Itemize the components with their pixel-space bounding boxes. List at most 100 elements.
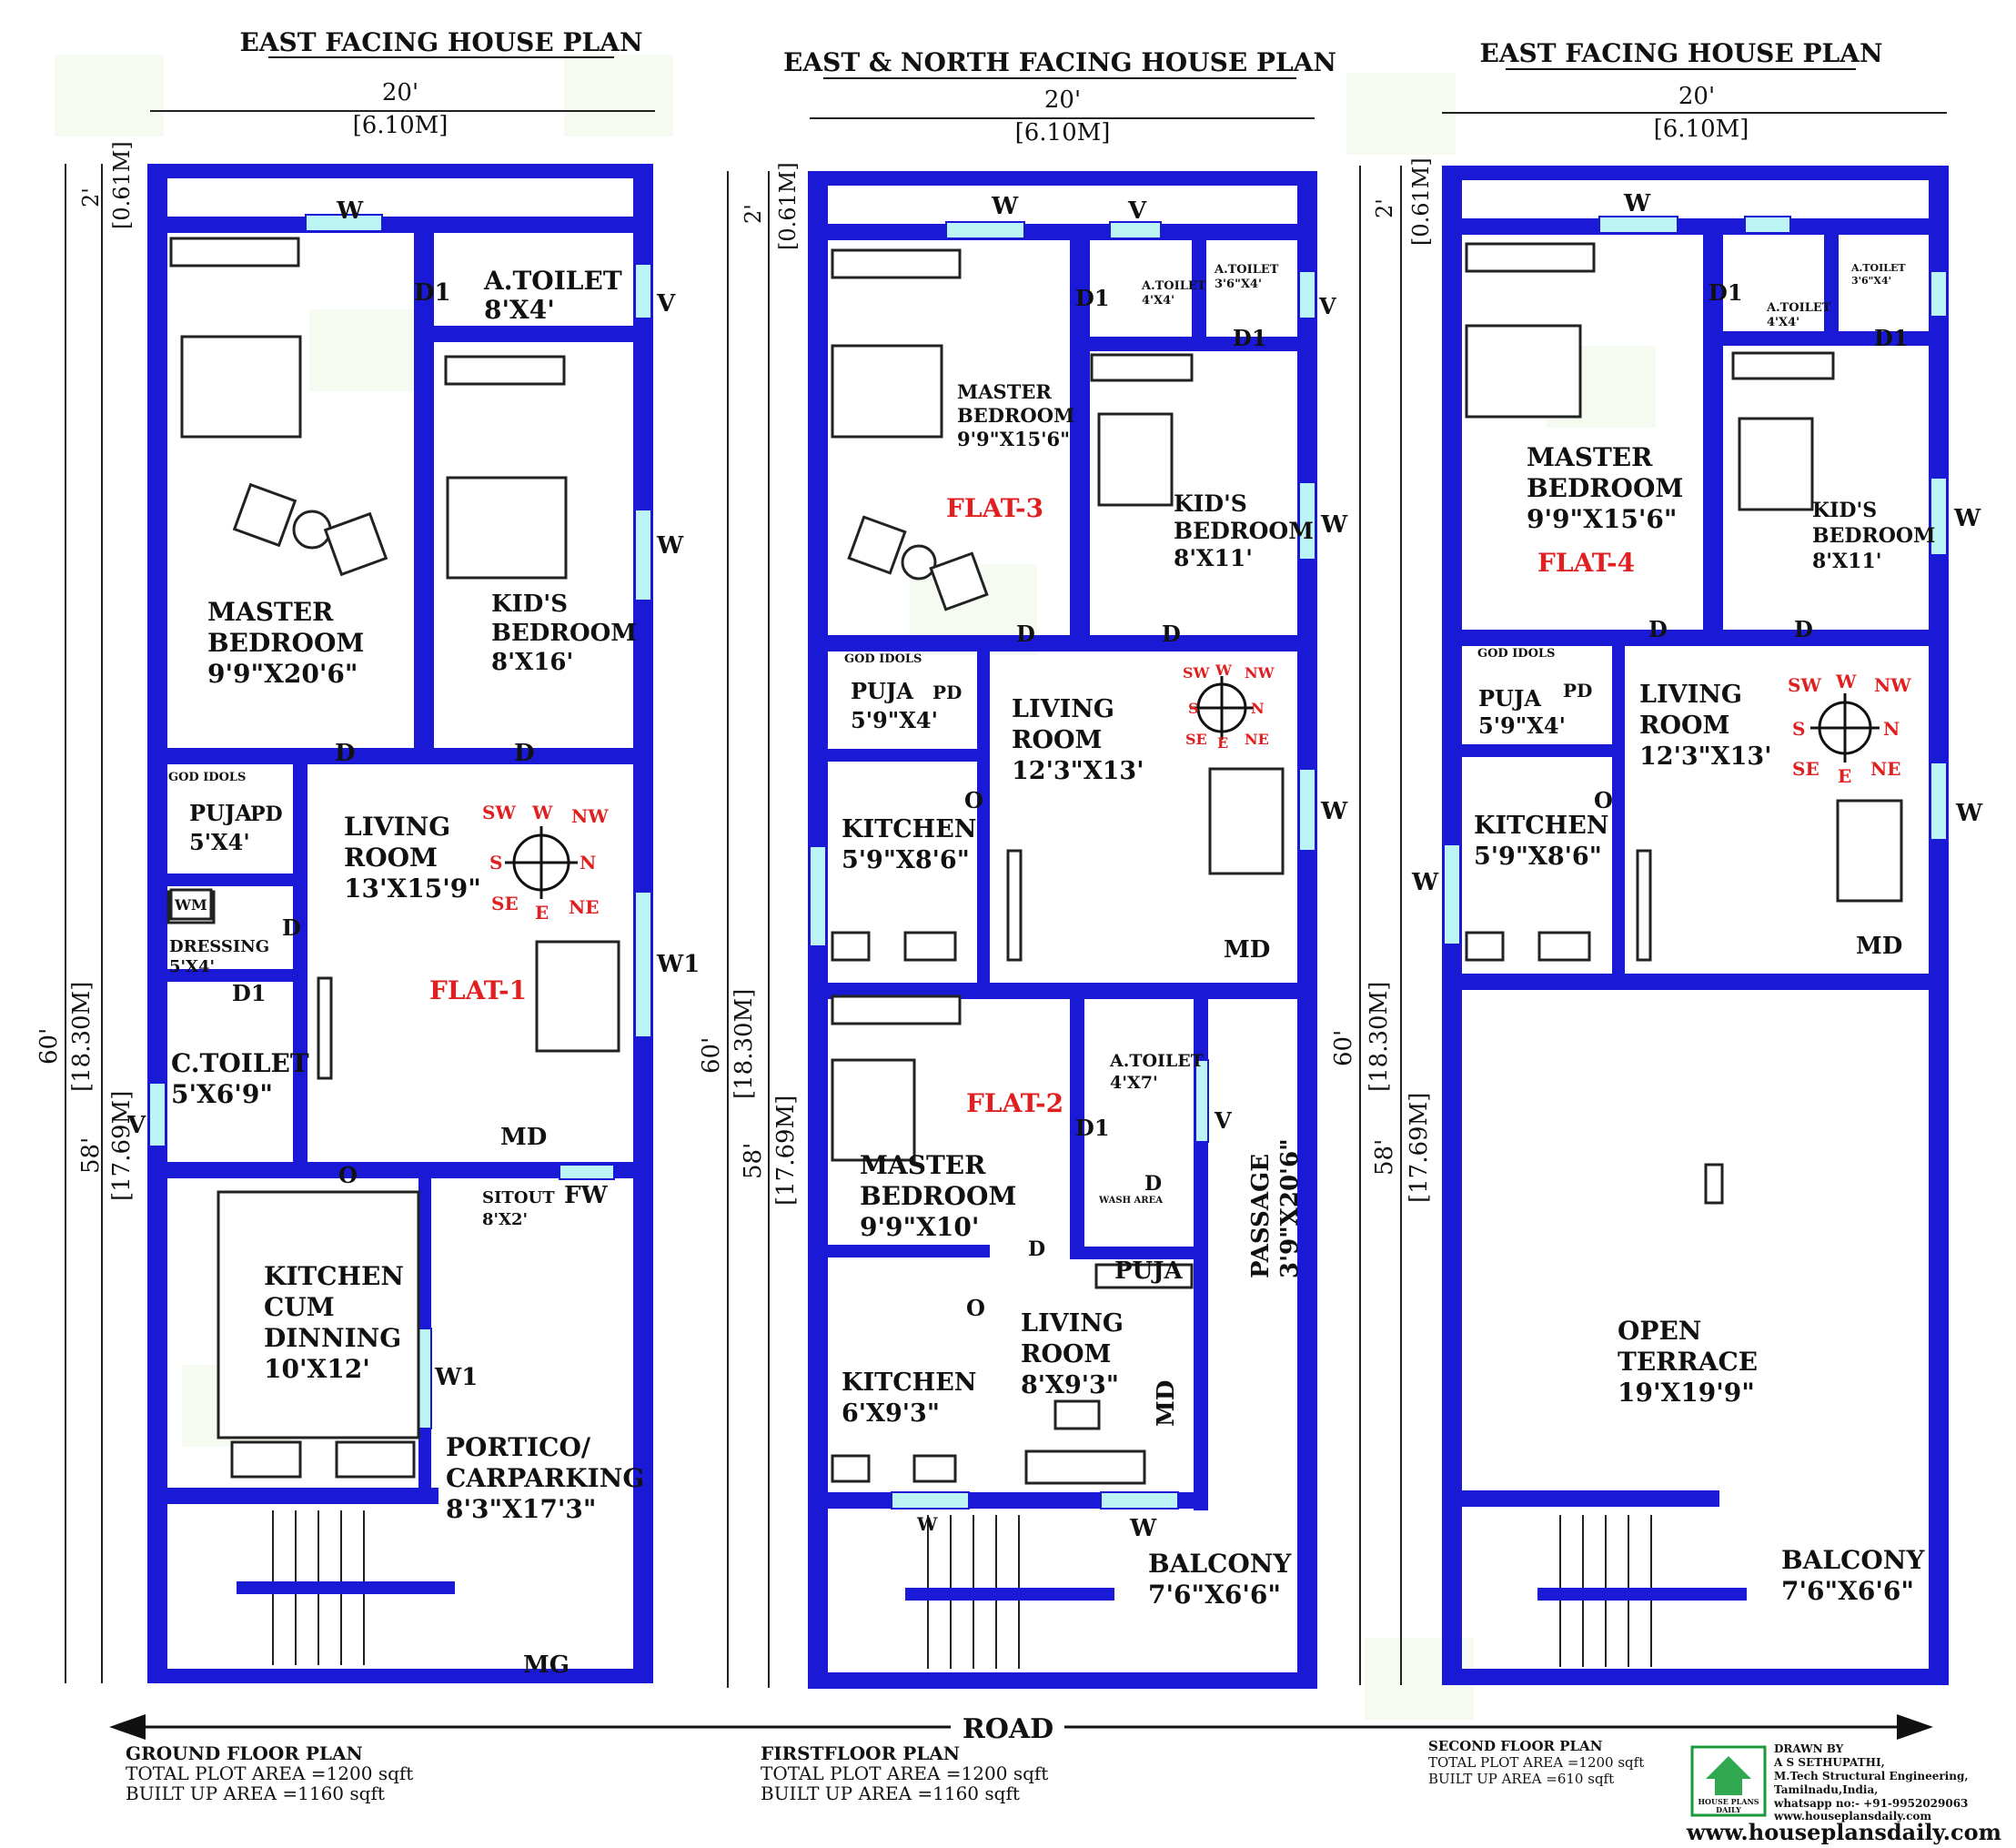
- plan1-pd: PD: [250, 803, 283, 826]
- plan2-master: MASTER: [957, 380, 1052, 403]
- plan2-dim-58ft: 58': [740, 1143, 767, 1179]
- plan2-compass-icon: SW W NW S N SE E NE: [1183, 661, 1275, 752]
- plan2-dim-58ft-m: [17.69M]: [772, 1096, 800, 1206]
- plan1-wm: WM: [174, 896, 207, 914]
- plan1-puja: PUJA: [189, 800, 252, 826]
- plan1-d1-label: D1: [414, 279, 451, 307]
- logo-text-1: HOUSE PLANS: [1698, 1797, 1759, 1806]
- plan3-width-m: [6.10M]: [1654, 116, 1749, 143]
- plan3-atoilet1: A.TOILET: [1766, 301, 1831, 315]
- plan2-master2: MASTER: [860, 1150, 986, 1180]
- plan1-md-label: MD: [500, 1124, 547, 1151]
- plan2-passage-size: 3'9"X20'6": [1276, 1138, 1304, 1278]
- plan3-atoilet2-size: 3'6"X4': [1851, 275, 1891, 287]
- ground-footer-title: GROUND FLOOR PLAN: [126, 1742, 363, 1764]
- plan3-d1b-label: D1: [1874, 325, 1909, 351]
- logo: HOUSE PLANS DAILY: [1690, 1745, 1767, 1817]
- plan1-w-label: W: [336, 197, 364, 225]
- plan2-master-2: BEDROOM: [957, 404, 1074, 427]
- plan2-master2-size: 9'9"X10': [860, 1212, 979, 1242]
- plan3-master-2: BEDROOM: [1527, 473, 1683, 503]
- plan2-living: LIVING: [1012, 695, 1114, 723]
- plan1-master-2: BEDROOM: [207, 628, 364, 658]
- ground-footer-plot: TOTAL PLOT AREA =1200 sqft: [126, 1762, 413, 1784]
- plan3-furniture: [1465, 242, 1903, 1205]
- plan1-v-label: V: [656, 290, 676, 318]
- plan2-atoilet3: A.TOILET: [1109, 1051, 1204, 1071]
- plan3-kitchen: KITCHEN: [1474, 812, 1608, 840]
- plan1-w2-label: W: [656, 532, 684, 560]
- plan1-dim-2ft: 2': [78, 187, 104, 207]
- plan3-w2-label: W: [1953, 505, 1981, 532]
- plan3-kids: KID'S: [1812, 499, 1877, 522]
- plan1-living-size: 13'X15'9": [344, 874, 481, 904]
- plan3-dim-58ft-m: [17.69M]: [1406, 1093, 1433, 1203]
- plan1-compass-w: W: [531, 802, 553, 823]
- plan1-flat: FLAT-1: [429, 975, 527, 1005]
- plan3-puja: PUJA: [1478, 685, 1541, 712]
- plan3-compass-e: E: [1838, 765, 1851, 787]
- plan2-living-size: 12'3"X13': [1012, 757, 1144, 785]
- plan2-v2-label: V: [1318, 293, 1336, 319]
- plan2-width-m: [6.10M]: [1015, 119, 1111, 146]
- plan2-d1b-label: D1: [1233, 325, 1267, 351]
- plan3-dim-2ft-m: [0.61M]: [1408, 157, 1434, 246]
- plan2-kitchen: KITCHEN: [842, 815, 976, 843]
- plan3-terrace: OPEN: [1618, 1316, 1701, 1346]
- plan1-kitchen-3: DINNING: [264, 1323, 401, 1353]
- plan2-godidols: GOD IDOLS: [844, 652, 922, 666]
- plan2-title: EAST & NORTH FACING HOUSE PLAN: [783, 47, 1336, 77]
- plan2-w2-label: W: [1320, 511, 1348, 539]
- plan2-flat2: FLAT-2: [966, 1088, 1063, 1118]
- plan1-w1b-label: W1: [434, 1364, 478, 1391]
- plan3-dim-58ft: 58': [1371, 1139, 1398, 1176]
- plan2-pd: PD: [932, 682, 962, 703]
- plan1-kitchen-size: 10'X12': [264, 1354, 370, 1384]
- plan1-compass-s: S: [489, 852, 502, 874]
- plan2-kitchen2: KITCHEN: [842, 1368, 976, 1397]
- drawn-by-name: A S SETHUPATHI,: [1773, 1756, 1885, 1769]
- plan2-compass-w: W: [1215, 661, 1233, 679]
- first-footer-builtup: BUILT UP AREA =1160 sqft: [761, 1782, 1020, 1804]
- plan1-dressing-size: 5'X4': [169, 957, 215, 976]
- plan1-dim-2ft-m: [0.61M]: [109, 141, 135, 229]
- plan2-kitchen2-size: 6'X9'3": [842, 1399, 940, 1428]
- plan3-flat: FLAT-4: [1537, 548, 1635, 578]
- plan2-dim-2ft-m: [0.61M]: [775, 162, 801, 250]
- plan2-puja-size: 5'9"X4': [851, 707, 938, 733]
- plan1-portico: PORTICO/: [446, 1432, 591, 1462]
- drawn-by-phone: whatsapp no:- +91-9952029063: [1773, 1797, 1968, 1810]
- plan2-puja2: PUJA: [1114, 1257, 1184, 1285]
- plan3-kids-size: 8'X11': [1812, 550, 1881, 573]
- plan2-flat3: FLAT-3: [946, 493, 1043, 523]
- plan1-v2-label: V: [126, 1112, 146, 1139]
- plan3-compass-n: N: [1883, 718, 1900, 740]
- plan3-compass-se: SE: [1792, 758, 1819, 780]
- plan1-living: LIVING: [344, 812, 450, 842]
- plan1-d2-label: D: [514, 740, 535, 767]
- plan3-terrace-2: TERRACE: [1618, 1347, 1758, 1377]
- plan2-living2-size: 8'X9'3": [1021, 1371, 1119, 1399]
- plan2-md2-label: MD: [1153, 1380, 1180, 1427]
- plan1-living-2: ROOM: [344, 843, 438, 873]
- plan2-v3-label: V: [1214, 1107, 1232, 1134]
- plan2-d3-label: D: [1144, 1172, 1162, 1196]
- plan2-living2-2: ROOM: [1021, 1340, 1111, 1368]
- plan2-wash: WASH AREA: [1098, 1196, 1163, 1206]
- plan1-compass-nw: NW: [571, 805, 609, 827]
- plan1-dim-58ft: 58': [77, 1137, 105, 1174]
- plan2-v-label: V: [1127, 197, 1147, 225]
- plan2-balcony-size: 7'6"X6'6": [1148, 1580, 1281, 1610]
- plan1-w1-label: W1: [656, 951, 700, 978]
- drawn-by-title: DRAWN BY: [1774, 1742, 1844, 1755]
- plan3-compass-w: W: [1835, 671, 1857, 692]
- plan3-staircase: [1537, 1515, 1747, 1667]
- plan1-atoilet-size: 8'X4': [484, 295, 555, 325]
- plan2-compass-ne: NE: [1245, 731, 1269, 748]
- plan2-kids: KID'S: [1174, 490, 1247, 517]
- plan1-sitout: SITOUT: [482, 1188, 555, 1207]
- plan1-master: MASTER: [207, 597, 334, 627]
- plan2-dim-60ft-m: [18.30M]: [731, 989, 758, 1099]
- plan3-pd: PD: [1563, 680, 1592, 702]
